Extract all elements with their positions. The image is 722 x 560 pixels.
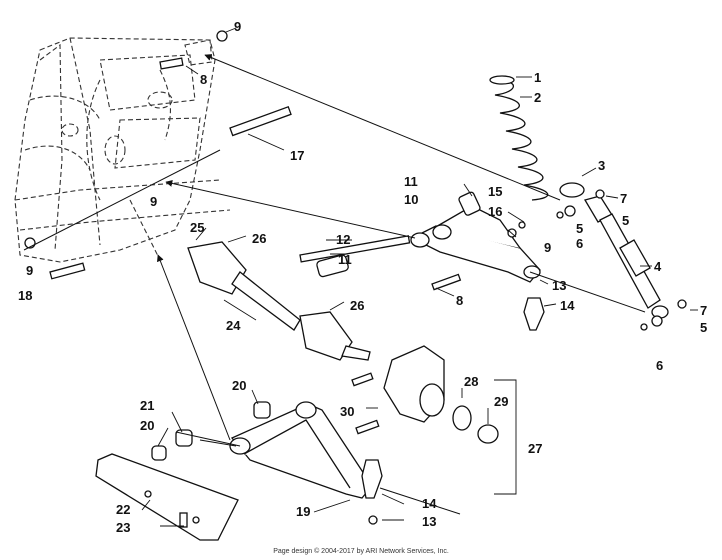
callout-23: 23 xyxy=(116,520,130,535)
callout-5-bottom: 5 xyxy=(700,320,707,335)
spring-seat xyxy=(559,182,585,198)
callout-21: 21 xyxy=(140,398,154,413)
upper-a-arm xyxy=(410,205,541,283)
callout-15: 15 xyxy=(488,184,502,199)
knuckle-bolt-top xyxy=(351,372,374,387)
bushing-upper xyxy=(316,254,349,278)
bolt-long xyxy=(299,235,411,263)
callout-13-top: 13 xyxy=(552,278,566,293)
callout-9-left: 9 xyxy=(150,194,157,209)
bracket-27 xyxy=(494,379,517,495)
drive-axle xyxy=(187,241,371,361)
callout-20-top: 20 xyxy=(232,378,246,393)
leader-lines xyxy=(141,27,698,527)
washer-top xyxy=(556,211,564,219)
callout-7-top: 7 xyxy=(620,191,627,206)
nut-bottom xyxy=(677,299,687,309)
callout-20-left: 20 xyxy=(140,418,154,433)
bolt-upper xyxy=(458,191,481,216)
callout-11-bottom: 11 xyxy=(338,252,352,267)
bushing-21 xyxy=(175,429,193,447)
callout-16: 16 xyxy=(488,204,502,219)
callout-3: 3 xyxy=(598,158,605,173)
callout-24: 24 xyxy=(226,318,241,333)
coil-spring xyxy=(491,80,549,201)
callout-10: 10 xyxy=(404,192,418,207)
long-bolt xyxy=(229,105,292,137)
copyright-footer: Page design © 2004-2017 by ARI Network S… xyxy=(273,548,449,555)
ball-joint-lower xyxy=(361,459,383,499)
washer-bottom xyxy=(640,323,648,331)
callout-8-mid: 8 xyxy=(456,293,463,308)
steering-knuckle xyxy=(383,345,445,423)
callout-6-bottom: 6 xyxy=(656,358,663,373)
bolt-8-top xyxy=(159,57,184,70)
bushing-top xyxy=(564,205,576,217)
callout-labels: 1 2 3 4 5 5 5 6 6 7 7 8 8 9 9 9 9 10 11 … xyxy=(18,19,707,535)
nut-9-top xyxy=(216,30,228,42)
callout-8-top: 8 xyxy=(200,72,207,87)
callout-27: 27 xyxy=(528,441,542,456)
bushing-20-left xyxy=(151,445,167,461)
callout-12: 12 xyxy=(336,232,350,247)
callout-28: 28 xyxy=(464,374,478,389)
bolt-pivot xyxy=(431,273,462,291)
callout-14-top: 14 xyxy=(560,298,575,313)
bushing-bottom xyxy=(651,315,663,327)
cotter-pin xyxy=(518,221,526,229)
spring-retainer xyxy=(489,75,515,85)
callout-14-bottom: 14 xyxy=(422,496,437,511)
callout-11-top: 11 xyxy=(404,174,418,189)
callout-7-bottom: 7 xyxy=(700,303,707,318)
callout-19: 19 xyxy=(296,504,310,519)
callout-1: 1 xyxy=(534,70,541,85)
bushing-20-top xyxy=(253,401,271,419)
callout-5-mid: 5 xyxy=(576,221,583,236)
callout-26-top: 26 xyxy=(252,231,266,246)
skid-plate xyxy=(95,453,239,541)
callout-30: 30 xyxy=(340,404,354,419)
screw-23 xyxy=(179,512,188,528)
callout-17: 17 xyxy=(290,148,304,163)
callout-4: 4 xyxy=(654,259,662,274)
callout-2: 2 xyxy=(534,90,541,105)
callout-13-bottom: 13 xyxy=(422,514,436,529)
assembly-arrows xyxy=(23,54,646,515)
callout-9-top: 9 xyxy=(234,19,241,34)
callout-9-right: 9 xyxy=(544,240,551,255)
callout-25: 25 xyxy=(190,220,204,235)
ball-joint-upper xyxy=(523,297,545,331)
callout-9-far-left: 9 xyxy=(26,263,33,278)
callout-22: 22 xyxy=(116,502,130,517)
shock-absorber xyxy=(584,195,669,319)
callout-26-mid: 26 xyxy=(350,298,364,313)
cotter-pin-lower xyxy=(368,515,378,525)
bolt-18 xyxy=(49,262,86,280)
nut-top xyxy=(595,189,605,199)
knuckle-bolt-bottom xyxy=(355,419,380,435)
callout-5-top: 5 xyxy=(622,213,629,228)
vehicle-frame xyxy=(14,37,231,263)
callout-29: 29 xyxy=(494,394,508,409)
callout-6-top: 6 xyxy=(576,236,583,251)
bearing xyxy=(452,405,472,431)
snap-ring xyxy=(477,424,499,444)
callout-18: 18 xyxy=(18,288,32,303)
